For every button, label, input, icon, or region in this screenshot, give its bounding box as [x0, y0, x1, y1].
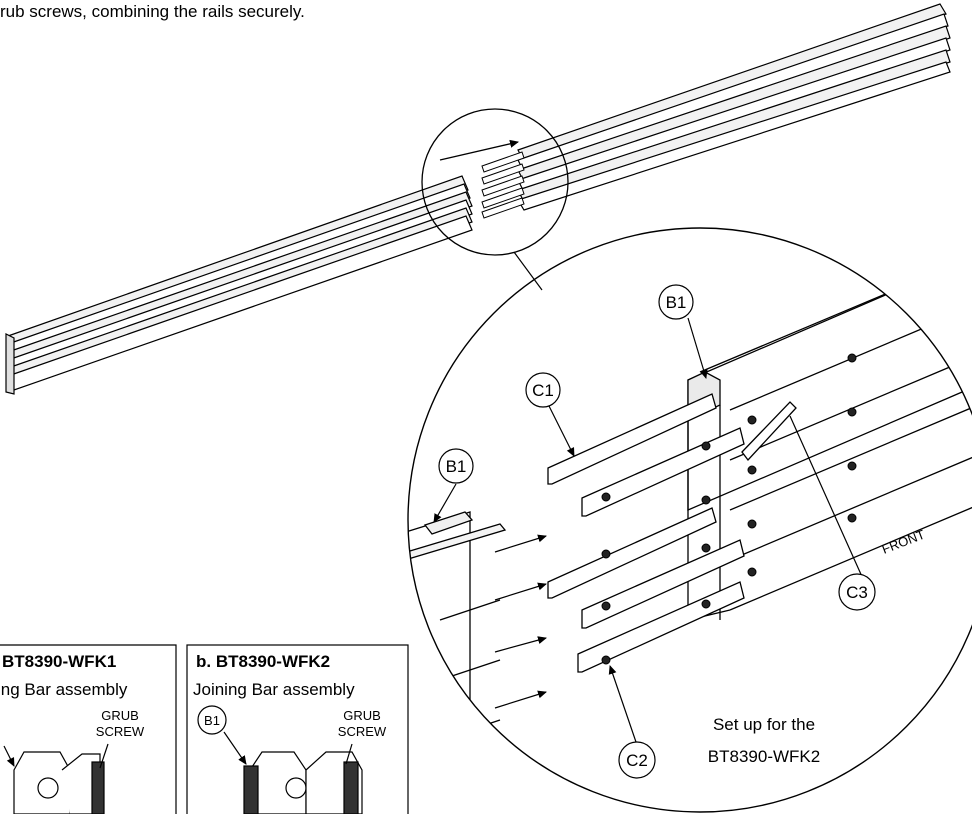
setup-note-line1: Set up for the	[713, 715, 815, 734]
box-wfk1: BT8390-WFK1 ing Bar assembly GRUB SCREW	[0, 644, 177, 814]
svg-text:C1: C1	[532, 381, 554, 400]
zoom-detail	[408, 249, 972, 791]
leader-lines	[433, 317, 869, 743]
callout-c2: C2	[618, 741, 656, 779]
svg-text:GRUB: GRUB	[343, 708, 381, 723]
joining-bars-zoom	[547, 393, 797, 673]
svg-text:BT8390-WFK1: BT8390-WFK1	[2, 652, 116, 671]
zoom-circle	[407, 227, 972, 813]
svg-text:C3: C3	[846, 583, 868, 602]
svg-text:SCREW: SCREW	[338, 724, 387, 739]
insertion-arrows	[494, 534, 547, 709]
callout-c3: C3	[838, 573, 876, 611]
callout-b1-top: B1	[658, 284, 694, 320]
svg-text:B1: B1	[666, 293, 687, 312]
left-rail	[5, 175, 473, 395]
svg-text:GRUB: GRUB	[101, 708, 139, 723]
instruction-text: rub screws, combining the rails securely…	[0, 2, 305, 21]
insert-direction-arrow	[439, 139, 519, 161]
front-label: FRONT	[880, 527, 927, 557]
svg-text:b. BT8390-WFK2: b. BT8390-WFK2	[196, 652, 330, 671]
profile-section-b	[223, 731, 363, 814]
svg-text:Joining Bar assembly: Joining Bar assembly	[193, 680, 355, 699]
right-rail	[517, 3, 951, 211]
callout-b1-box: B1	[204, 713, 220, 728]
joining-bars-overview	[481, 151, 525, 219]
svg-text:C2: C2	[626, 751, 648, 770]
box-wfk2: b. BT8390-WFK2 Joining Bar assembly GRUB…	[186, 644, 409, 814]
zoom-connector-line	[513, 251, 543, 291]
setup-note-line2: BT8390-WFK2	[708, 747, 820, 766]
detail-circle-small	[421, 108, 569, 256]
svg-text:SCREW: SCREW	[96, 724, 145, 739]
callout-c1: C1	[525, 372, 561, 408]
svg-text:ing Bar assembly: ing Bar assembly	[0, 680, 128, 699]
callout-b1-left: B1	[438, 448, 474, 484]
screw-dots	[601, 353, 857, 665]
svg-text:B1: B1	[446, 457, 467, 476]
profile-section-a	[3, 743, 109, 814]
